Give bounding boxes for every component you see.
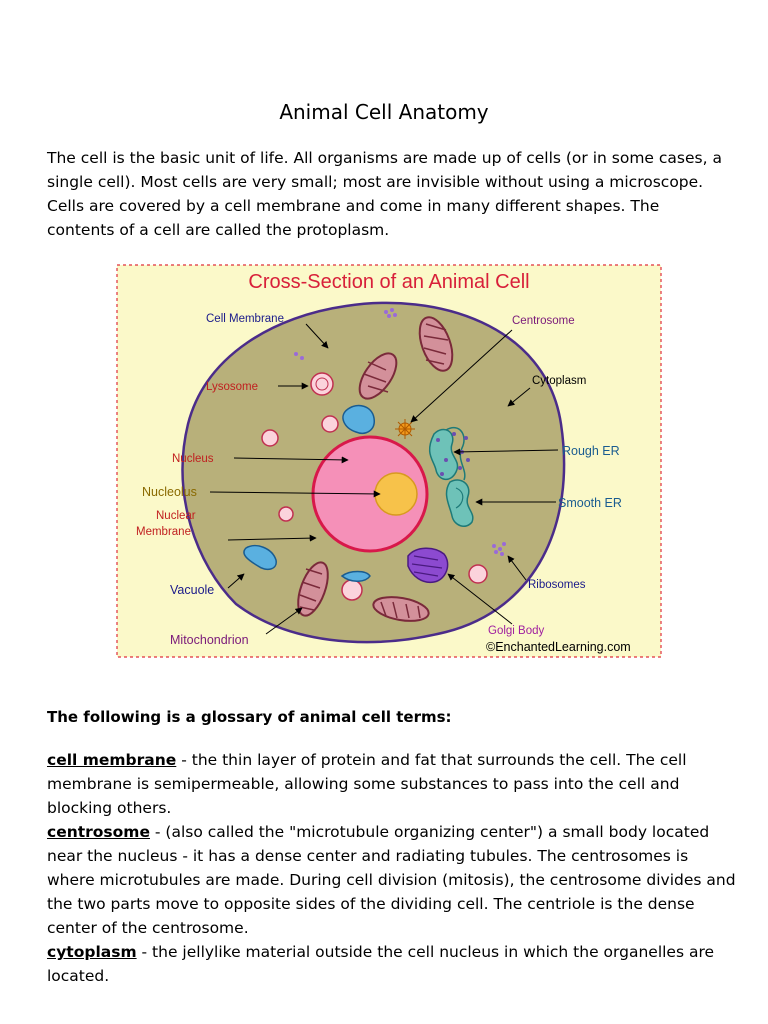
glossary-heading: The following is a glossary of animal ce…: [47, 708, 452, 726]
label-cytoplasm: Cytoplasm: [532, 375, 586, 387]
glossary-definition: - the jellylike material outside the cel…: [47, 943, 715, 985]
golgi-body: [407, 547, 449, 584]
label-cell-membrane: Cell Membrane: [206, 313, 284, 325]
glossary-entry: cell membrane - the thin layer of protei…: [47, 748, 737, 820]
mitochondrion: [297, 561, 329, 617]
page-title: Animal Cell Anatomy: [279, 100, 489, 124]
glossary-term: centrosome: [47, 823, 150, 841]
label-nucleus: Nucleus: [172, 453, 214, 465]
glossary-definition: - (also called the "microtubule organizi…: [47, 823, 736, 937]
glossary-term: cell membrane: [47, 751, 177, 769]
mitochondrion: [418, 316, 454, 372]
glossary-entry: cytoplasm - the jellylike material outsi…: [47, 940, 737, 988]
label-nuclear-membrane-2: Membrane: [136, 526, 191, 538]
label-nuclear-membrane-1: Nuclear: [156, 510, 196, 522]
ribosomes: [294, 308, 506, 556]
pointer-arrows: [209, 323, 559, 635]
centrosome: [395, 419, 415, 439]
label-smooth-er: Smooth ER: [558, 496, 622, 510]
label-golgi-body: Golgi Body: [488, 625, 545, 637]
label-mitochondrion: Mitochondrion: [170, 633, 249, 647]
intro-paragraph: The cell is the basic unit of life. All …: [47, 149, 722, 239]
lysosome: [278, 506, 294, 522]
mitochondrion: [358, 352, 398, 400]
label-ribosomes: Ribosomes: [528, 579, 586, 591]
vacuole: [342, 404, 375, 434]
glossary-term: cytoplasm: [47, 943, 137, 961]
lysosome: [310, 372, 334, 396]
cell-diagram: Cross-Section of an Animal Cell: [116, 264, 662, 658]
label-centrosome: Centrosome: [512, 315, 575, 327]
mitochondrion: [372, 596, 430, 622]
glossary-entry: centrosome - (also called the "microtubu…: [47, 820, 737, 940]
vacuole: [340, 570, 371, 582]
vacuole: [243, 544, 277, 571]
label-nucleolus: Nucleolus: [142, 485, 197, 499]
lysosome: [341, 579, 363, 601]
nucleolus: [374, 472, 418, 516]
label-rough-er: Rough ER: [562, 444, 620, 458]
figure-credit: ©EnchantedLearning.com: [486, 640, 631, 654]
lysosome: [468, 564, 488, 584]
figure-title: Cross-Section of an Animal Cell: [248, 271, 529, 293]
smooth-er: [445, 479, 474, 527]
label-vacuole: Vacuole: [170, 583, 214, 597]
cell-diagram-svg: Cross-Section of an Animal Cell: [116, 264, 662, 658]
glossary: cell membrane - the thin layer of protei…: [47, 748, 737, 988]
glossary-definition: - the thin layer of protein and fat that…: [47, 751, 687, 817]
lysosome: [321, 415, 339, 433]
lysosome: [261, 429, 279, 447]
label-lysosome: Lysosome: [206, 381, 258, 393]
